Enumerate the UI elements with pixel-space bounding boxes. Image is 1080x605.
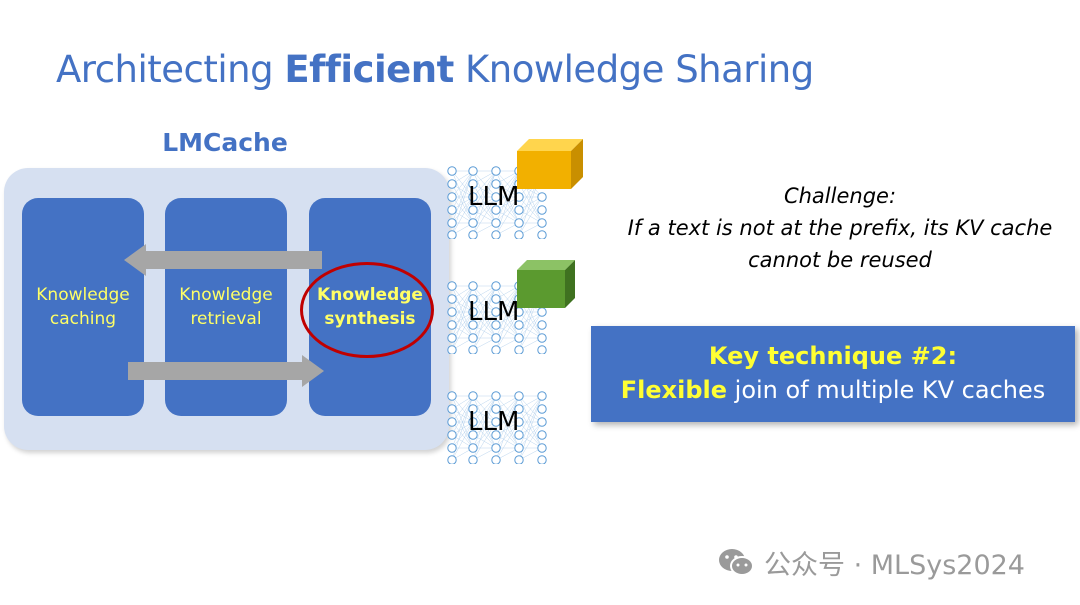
key-technique-line: Flexible join of multiple KV caches [591,376,1075,404]
key-technique-box: Key technique #2: Flexible join of multi… [591,326,1075,422]
challenge-text: Challenge: If a text is not at the prefi… [600,180,1080,276]
module-retrieval-line1: Knowledge [179,285,273,305]
arrow-right [128,355,324,387]
challenge-line3: cannot be reused [748,248,932,272]
title-pre: Architecting [56,48,285,91]
arrow-left [124,244,322,276]
module-knowledge-caching: Knowledge caching [22,198,144,416]
synthesis-highlight-ring [300,262,434,358]
challenge-line1: Challenge: [783,184,897,208]
wechat-icon [719,549,754,576]
key-technique-highlight: Flexible [620,376,728,404]
llm-3-label: LLM [468,407,520,437]
watermark: 公众号 · MLSys2024 [718,542,1025,582]
llm-1-label: LLM [468,182,520,212]
module-caching-line1: Knowledge [36,285,130,305]
module-retrieval-line2: retrieval [190,309,262,329]
module-caching-line2: caching [49,309,117,329]
title-bold: Efficient [284,48,454,91]
kv-cache-cube-yellow-icon [517,139,583,189]
key-technique-rest: join of multiple KV caches [727,376,1046,404]
lmcache-label: LMCache [162,128,288,157]
challenge-line2: If a text is not at the prefix, its KV c… [627,216,1053,240]
llm-2-label: LLM [468,297,520,327]
slide-title: Architecting Efficient Knowledge Sharing [56,48,814,91]
watermark-text: 公众号 · MLSys2024 [764,549,1025,581]
title-post: Knowledge Sharing [453,48,814,91]
key-technique-title: Key technique #2: [708,342,958,370]
kv-cache-cube-green-icon [517,260,575,308]
neural-net-icon [447,391,547,464]
llm-3: LLM [446,388,556,464]
